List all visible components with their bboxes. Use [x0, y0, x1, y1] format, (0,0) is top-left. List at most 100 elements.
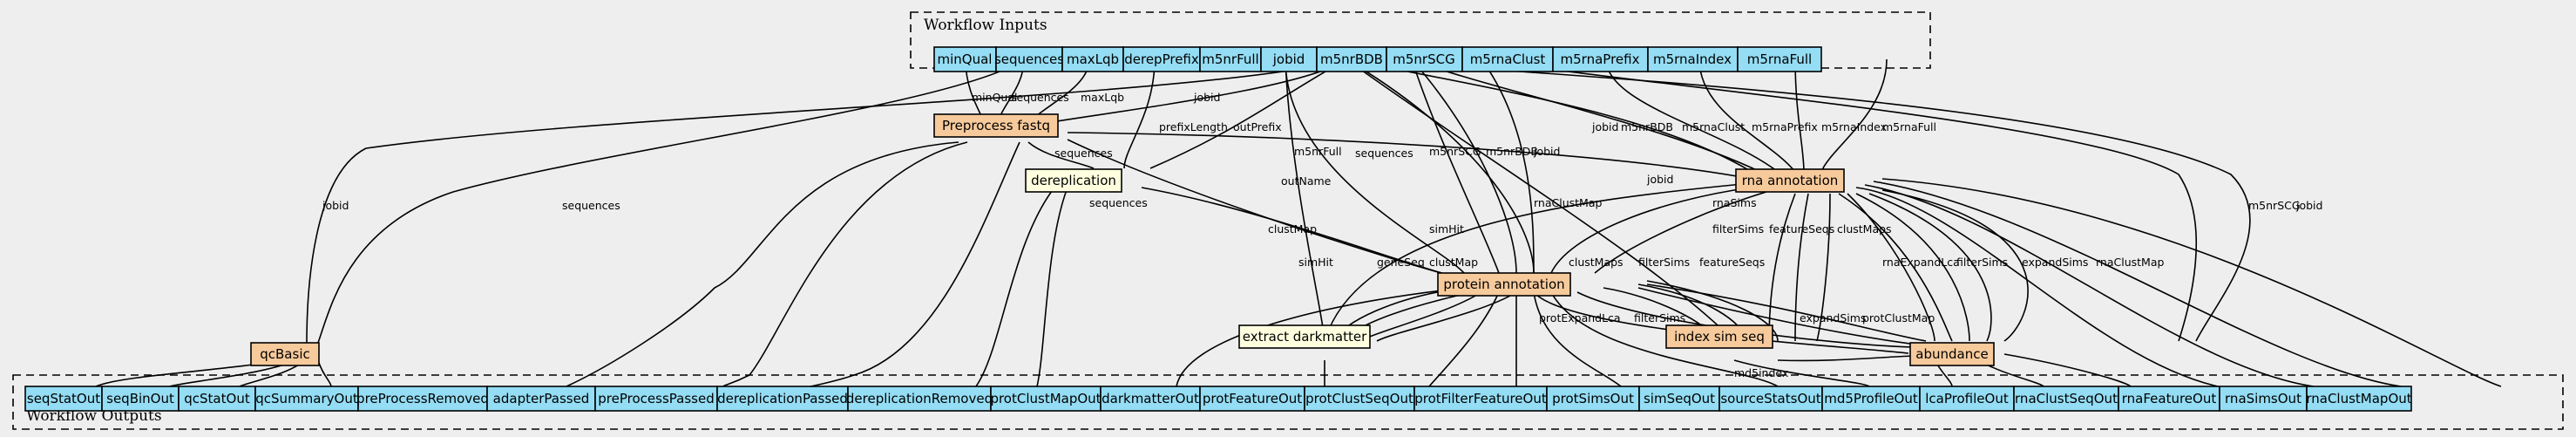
edge-label-m5nrbdb-protein: m5nrBDB	[1486, 145, 1538, 158]
output-simseqout[interactable]: simSeqOut	[1638, 386, 1720, 412]
input-m5nrfull[interactable]: m5nrFull	[1199, 46, 1262, 72]
output-protfilterfeatureout[interactable]: protFilterFeatureOut	[1413, 386, 1548, 412]
output-seqstatout[interactable]: seqStatOut	[24, 386, 103, 412]
edge-m5nrscg-abundance	[1481, 58, 2197, 342]
input-m5rnaclust[interactable]: m5rnaClust	[1461, 46, 1554, 72]
edge-protein-filterfeatureout	[1533, 291, 1622, 387]
edge-label-outprefix: outPrefix	[1233, 120, 1282, 133]
svg-text:sequences: sequences	[994, 51, 1064, 67]
output-seqbinout[interactable]: seqBinOut	[101, 386, 180, 412]
output-protclustseqout[interactable]: protClustSeqOut	[1304, 386, 1415, 412]
edge-label-rnafiltersims: filterSims	[1956, 256, 2008, 269]
step-rna-annotation[interactable]: rna annotation	[1735, 168, 1845, 193]
output-rnaclustmapout[interactable]: rnaClustMapOut	[2306, 386, 2412, 412]
output-sourcestatsout[interactable]: sourceStatsOut	[1718, 386, 1823, 412]
edge-rna-clustmaps-index	[1816, 193, 1831, 342]
edge-label-sequences: sequences	[1011, 91, 1069, 104]
edge-label-filtersims-abundance: filterSims	[1634, 311, 1685, 324]
step-dereplication[interactable]: dereplication	[1025, 168, 1122, 193]
output-protsimsout[interactable]: protSimsOut	[1546, 386, 1640, 412]
edge-label-protclustmap: protClustMap	[1862, 311, 1935, 324]
edge-preprocess-rna	[1067, 132, 1752, 180]
edge-label-m5rnaprefix: m5rnaPrefix	[1752, 120, 1818, 133]
edge-abundance-lcaprofile	[2003, 353, 2132, 387]
edge-jobid-index	[1346, 58, 1735, 342]
output-rnaclustseqout[interactable]: rnaClustSeqOut	[2013, 386, 2119, 412]
edge-protein-simsout	[1550, 291, 1779, 387]
edge-label-jobid-qc: jobid	[322, 199, 349, 212]
edge-clustmap3-extract	[1376, 291, 1517, 342]
edge-label-featureseqs-protein: featureSeqs	[1699, 256, 1765, 269]
output-lcaprofileout[interactable]: lcaProfileOut	[1919, 386, 2015, 412]
input-jobid[interactable]: jobid	[1260, 46, 1318, 72]
input-sequences[interactable]: sequences	[994, 46, 1064, 72]
edge-label-jobid-preprocess: jobid	[1193, 91, 1220, 104]
input-m5rnaprefix[interactable]: m5rnaPrefix	[1552, 46, 1649, 72]
edge-label-simhit: simHit	[1429, 222, 1464, 236]
output-rnasimsout[interactable]: rnaSimsOut	[2219, 386, 2308, 412]
edge-label-rnasims: rnaSims	[1712, 196, 1757, 209]
svg-text:maxLqb: maxLqb	[1067, 51, 1119, 67]
svg-text:rnaFeatureOut: rnaFeatureOut	[2122, 391, 2217, 406]
step-abundance[interactable]: abundance	[1909, 342, 1995, 366]
svg-text:jobid: jobid	[1272, 51, 1305, 67]
edge-preprocess-adapter	[722, 141, 968, 387]
input-maxlqb[interactable]: maxLqb	[1061, 46, 1124, 72]
edge-label-m5rnaclust: m5rnaClust	[1682, 120, 1745, 133]
output-protclustmapout[interactable]: protClustMapOut	[990, 386, 1102, 412]
svg-text:sourceStatsOut: sourceStatsOut	[1720, 391, 1820, 406]
edge-label-rnaexpandlca: rnaExpandLca	[1882, 256, 1960, 269]
svg-text:dereplicationRemoved: dereplicationRemoved	[846, 391, 993, 406]
input-minqual[interactable]: minQual	[933, 46, 997, 72]
edge-clustmap-extract	[1324, 182, 1752, 342]
svg-text:preProcessRemoved: preProcessRemoved	[356, 391, 489, 406]
edge-dereplication-passed	[975, 187, 1055, 387]
svg-text:extract darkmatter: extract darkmatter	[1243, 329, 1367, 345]
input-m5rnaindex[interactable]: m5rnaIndex	[1647, 46, 1739, 72]
svg-text:darkmatterOut: darkmatterOut	[1102, 391, 1199, 406]
edge-m5nrfull-protein	[1285, 58, 1465, 274]
input-m5nrscg[interactable]: m5nrSCG	[1386, 46, 1463, 72]
step-index-sim-seq[interactable]: index sim seq	[1665, 324, 1773, 349]
svg-text:m5rnaFull: m5rnaFull	[1747, 51, 1812, 67]
output-dereplicationpassed[interactable]: dereplicationPassed	[716, 386, 849, 412]
output-adapterpassed[interactable]: adapterPassed	[486, 386, 596, 412]
edge-preprocess-removed	[566, 141, 959, 387]
svg-text:protClustMapOut: protClustMapOut	[990, 391, 1101, 406]
edge-rnaclustmap-abundance	[1881, 189, 2029, 342]
output-preprocessremoved[interactable]: preProcessRemoved	[356, 386, 489, 412]
output-preprocesspassed[interactable]: preProcessPassed	[594, 386, 718, 412]
svg-text:qcSummaryOut: qcSummaryOut	[255, 391, 358, 406]
svg-text:rnaClustMapOut: rnaClustMapOut	[2306, 391, 2411, 406]
edge-label-jobid-protein: jobid	[1533, 145, 1560, 158]
edge-label-m5nrscg: m5nrSCG	[1429, 145, 1481, 158]
edge-label-jobid-index: jobid	[1646, 173, 1673, 186]
step-extract-darkmatter[interactable]: extract darkmatter	[1238, 324, 1371, 349]
output-darkmatterout[interactable]: darkmatterOut	[1100, 386, 1201, 412]
svg-text:adapterPassed: adapterPassed	[493, 391, 590, 406]
svg-text:protSimsOut: protSimsOut	[1552, 391, 1634, 406]
output-qcsummaryout[interactable]: qcSummaryOut	[254, 386, 359, 412]
edge-label-outname: outName	[1281, 174, 1332, 188]
svg-text:m5nrBDB: m5nrBDB	[1320, 51, 1383, 67]
step-preprocess-fastq[interactable]: Preprocess fastq	[933, 113, 1059, 138]
svg-text:rnaClustSeqOut: rnaClustSeqOut	[2015, 391, 2118, 406]
edge-dereplication-removed	[1036, 187, 1068, 387]
edge-label-featureseqs-rna: featureSeqs	[1769, 222, 1834, 236]
output-dereplicationremoved[interactable]: dereplicationRemoved	[846, 386, 993, 412]
edge-m5nrscg2-protein	[1481, 58, 1535, 274]
edge-jobid-dereplication	[1149, 58, 1347, 169]
svg-text:seqStatOut: seqStatOut	[27, 391, 100, 406]
output-md5profileout[interactable]: md5ProfileOut	[1821, 386, 1921, 412]
input-m5nrbdb[interactable]: m5nrBDB	[1316, 46, 1387, 72]
input-m5rnafull[interactable]: m5rnaFull	[1737, 46, 1822, 72]
input-dereprefix[interactable]: derepPrefix	[1122, 46, 1201, 72]
output-rnafeatureout[interactable]: rnaFeatureOut	[2118, 386, 2220, 412]
step-protein-annotation[interactable]: protein annotation	[1437, 272, 1571, 297]
output-protfeatureout[interactable]: protFeatureOut	[1199, 386, 1305, 412]
output-qcstatout[interactable]: qcStatOut	[178, 386, 256, 412]
svg-text:minQual: minQual	[938, 51, 993, 67]
edge-label-rnaclustmap: rnaClustMap	[1534, 196, 1602, 209]
step-qcbasic[interactable]: qcBasic	[250, 342, 320, 366]
